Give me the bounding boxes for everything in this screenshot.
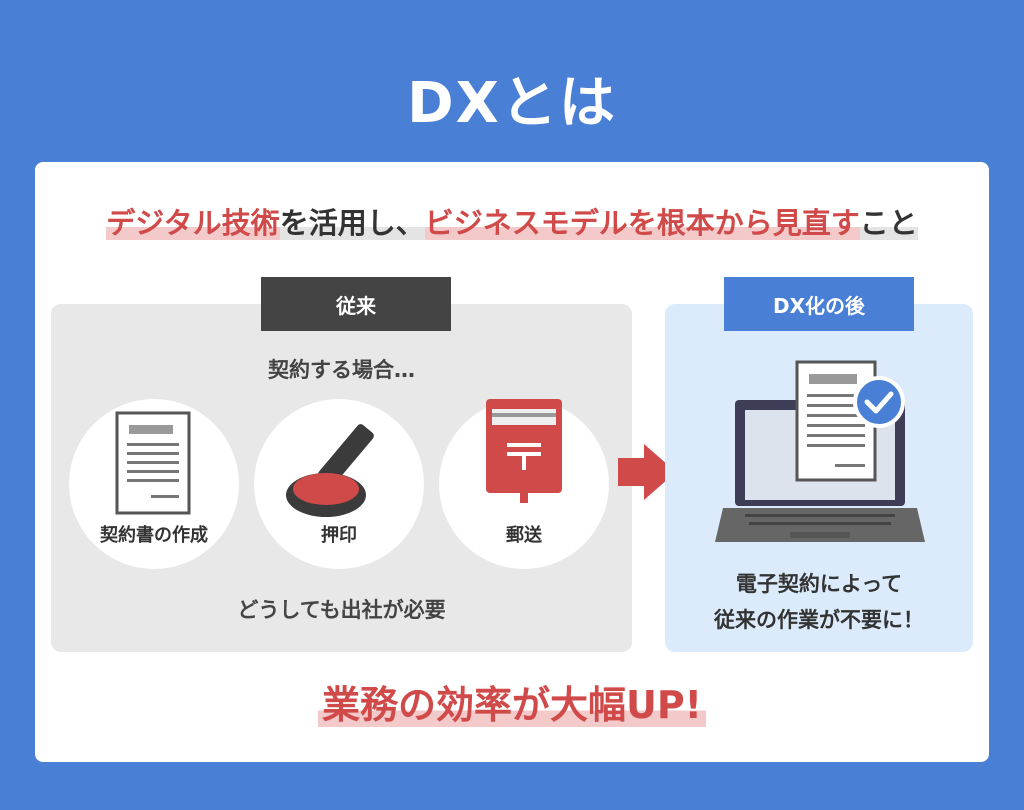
conclusion-text: 業務の効率が大幅UP!: [317, 683, 707, 727]
note-text: どうしても出社が必要: [237, 598, 446, 622]
case-text: 契約する場合…: [268, 358, 415, 382]
after-text-line-2: 従来の作業が不要に！: [714, 608, 924, 632]
definition-plain-2: こと: [859, 206, 918, 240]
after-text-line-1: 電子契約によって: [735, 572, 903, 596]
after-panel: DX化の後 電子契約によって 従来の作業が不要に！: [665, 277, 973, 652]
before-panel: 従来 契約する場合… 契約書の作成 押印: [51, 277, 632, 652]
step-label: 契約書の作成: [100, 525, 208, 546]
document-icon: [115, 411, 191, 515]
step-create-contract: 契約書の作成: [69, 399, 239, 569]
definition-highlight-2: ビジネスモデルを根本から見直す: [424, 206, 860, 240]
after-text: 電子契約によって 従来の作業が不要に！: [665, 566, 973, 638]
arrow-right-icon: [618, 444, 676, 500]
step-label: 押印: [321, 525, 357, 546]
definition-highlight-1: デジタル技術: [106, 206, 280, 240]
postbox-icon: [486, 399, 562, 503]
page-title: DXとは: [407, 71, 617, 136]
step-mail: 郵送: [439, 399, 609, 569]
content-card: デジタル技術を活用し、ビジネスモデルを根本から見直すこと 従来 契約する場合… …: [35, 162, 989, 762]
stamp-icon: [286, 424, 374, 517]
after-label: DX化の後: [724, 277, 914, 331]
definition-text: デジタル技術を活用し、ビジネスモデルを根本から見直すこと: [35, 200, 989, 242]
definition-plain-1: を活用し、: [279, 206, 425, 240]
step-stamp: 押印: [254, 399, 424, 569]
conclusion: 業務の効率が大幅UP!: [35, 674, 989, 729]
before-label: 従来: [261, 277, 451, 331]
step-label: 郵送: [506, 525, 542, 546]
laptop-contract-icon: [715, 360, 925, 542]
